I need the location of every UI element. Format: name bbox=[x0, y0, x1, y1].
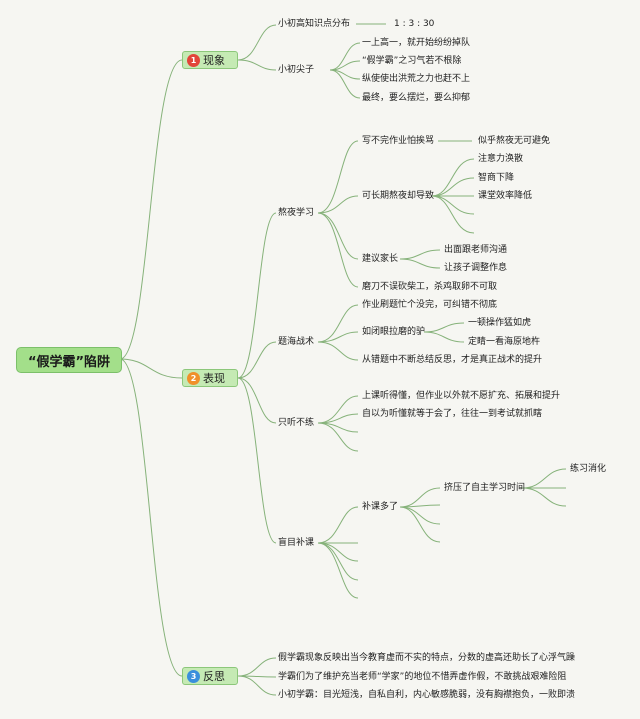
branch-sea-b2 bbox=[423, 331, 465, 343]
branch-listen-4 bbox=[317, 422, 359, 452]
node-phenomenon-label: 现象 bbox=[203, 54, 225, 67]
branch-tutor-e bbox=[317, 542, 359, 599]
branch-tutor-a4 bbox=[399, 506, 441, 543]
branch-tutor-a1-1 bbox=[521, 468, 567, 489]
branch-sea-c bbox=[317, 341, 359, 361]
node-reflect-2[interactable]: 学霸们为了维护充当老师“学家”的地位不惜弄虚作假，不敢挑战艰难险阻 bbox=[278, 672, 567, 682]
branch-late bbox=[237, 212, 277, 379]
branch-late-c bbox=[317, 212, 359, 260]
node-late-c2[interactable]: 让孩子调整作息 bbox=[444, 263, 508, 273]
node-manifest-label: 表现 bbox=[203, 372, 225, 385]
node-late-b[interactable]: 可长期熬夜却导致 bbox=[362, 191, 435, 201]
branch-listen bbox=[237, 377, 277, 424]
branch-late-c1 bbox=[399, 249, 441, 260]
branch-tip-1 bbox=[329, 42, 361, 71]
node-sea-b1[interactable]: 一顿操作猛如虎 bbox=[468, 318, 532, 328]
node-late-a[interactable]: 写不完作业怕挨骂 bbox=[362, 136, 435, 146]
branch-sea bbox=[237, 341, 277, 379]
branch-tutor-a3 bbox=[399, 506, 441, 525]
node-sea-c[interactable]: 从错题中不断总结反思，才是真正战术的提升 bbox=[362, 355, 543, 365]
branch-late-a bbox=[317, 140, 359, 214]
node-reflect-3[interactable]: 小初学霸：目光短浅，自私自利，内心敏感脆弱，没有胸襟抱负，一败即溃 bbox=[278, 690, 576, 700]
node-manifest[interactable]: 2 表现 bbox=[182, 369, 238, 387]
node-tutor-a1[interactable]: 挤压了自主学习时间 bbox=[444, 483, 526, 493]
branch-late-b1 bbox=[431, 158, 475, 197]
branch-dist bbox=[237, 24, 277, 61]
node-late-b3[interactable]: 课堂效率降低 bbox=[478, 191, 533, 201]
node-listen-2[interactable]: 自以为听懂就等于会了，往往一到考试就抓瞎 bbox=[362, 409, 543, 419]
branch-root-manifest bbox=[119, 358, 183, 379]
node-tutor-a[interactable]: 补课多了 bbox=[362, 502, 399, 512]
node-sea-b2[interactable]: 定睛一看海原地杵 bbox=[468, 337, 541, 347]
node-listen-1[interactable]: 上课听得懂，但作业以外就不愿扩充、拓展和提升 bbox=[362, 391, 561, 401]
node-top-students-2[interactable]: “假学霸”之习气若不根除 bbox=[362, 56, 462, 66]
branch-tip-4 bbox=[329, 69, 361, 99]
node-reflect-label: 反思 bbox=[203, 670, 225, 683]
node-reflect-1[interactable]: 假学霸现象反映出当今教育虚而不实的特点，分数的虚高还助长了心浮气躁 bbox=[278, 653, 576, 663]
branch-root-reflect bbox=[119, 358, 183, 677]
node-top-students-1[interactable]: 一上高一，就开始纷纷掉队 bbox=[362, 38, 471, 48]
node-blind-tutoring[interactable]: 盲目补课 bbox=[278, 538, 315, 548]
node-sea-b[interactable]: 如闭眼拉磨的驴 bbox=[362, 327, 426, 337]
node-sea-a[interactable]: 作业刷题忙个没完，可纠错不彻底 bbox=[362, 300, 498, 310]
branch-sea-b bbox=[317, 331, 359, 343]
branch-tutor-d bbox=[317, 542, 359, 581]
node-distribution[interactable]: 小初高知识点分布 bbox=[278, 19, 351, 29]
number-badge-1: 1 bbox=[187, 53, 200, 67]
node-top-students-3[interactable]: 纵使使出洪荒之力也赶不上 bbox=[362, 74, 471, 84]
node-distribution-value[interactable]: 1 : 3 : 30 bbox=[394, 19, 435, 29]
node-sea-tactics[interactable]: 题海战术 bbox=[278, 337, 315, 347]
node-top-students-4[interactable]: 最终，要么摆烂，要么抑郁 bbox=[362, 93, 471, 103]
branch-tutor-a bbox=[317, 506, 359, 544]
branch-listen-3 bbox=[317, 422, 359, 433]
node-reflect[interactable]: 3 反思 bbox=[182, 667, 238, 685]
node-late-b1[interactable]: 注意力涣散 bbox=[478, 154, 524, 164]
branch-late-b2 bbox=[431, 177, 475, 197]
branch-late-b bbox=[317, 195, 359, 214]
branch-reflect-1 bbox=[237, 657, 277, 677]
node-listen-only[interactable]: 只听不练 bbox=[278, 418, 315, 428]
branch-reflect-3 bbox=[237, 675, 277, 696]
number-badge-2: 2 bbox=[187, 371, 200, 385]
branch-tutor-a1 bbox=[399, 487, 441, 508]
root-node[interactable]: “假学霸”陷阱 bbox=[16, 347, 122, 373]
node-late-c1[interactable]: 出面跟老师沟通 bbox=[444, 245, 508, 255]
node-phenomenon[interactable]: 1 现象 bbox=[182, 51, 238, 69]
branch-sea-b1 bbox=[423, 322, 465, 333]
branch-late-b5 bbox=[431, 195, 475, 234]
node-top-students[interactable]: 小初尖子 bbox=[278, 65, 315, 75]
node-late-b2[interactable]: 智商下降 bbox=[478, 173, 515, 183]
node-late-c[interactable]: 建议家长 bbox=[362, 254, 399, 264]
branch-sea-a bbox=[317, 304, 359, 343]
branch-tutor bbox=[237, 377, 277, 544]
branch-late-b4 bbox=[431, 195, 475, 215]
branch-late-c2 bbox=[399, 258, 441, 269]
branch-root-phenomenon bbox=[119, 59, 183, 360]
branch-tutor-a1-3 bbox=[521, 487, 567, 507]
node-tutor-a1-1[interactable]: 练习消化 bbox=[570, 464, 607, 474]
branch-late-d bbox=[317, 212, 359, 288]
branch-listen-2 bbox=[317, 413, 359, 424]
node-late-d[interactable]: 磨刀不误砍柴工，杀鸡取卵不可取 bbox=[362, 282, 498, 292]
number-badge-3: 3 bbox=[187, 669, 200, 683]
node-late-study[interactable]: 熬夜学习 bbox=[278, 208, 315, 218]
node-late-a1[interactable]: 似乎熬夜无可避免 bbox=[478, 136, 551, 146]
branch-tip bbox=[237, 59, 277, 71]
